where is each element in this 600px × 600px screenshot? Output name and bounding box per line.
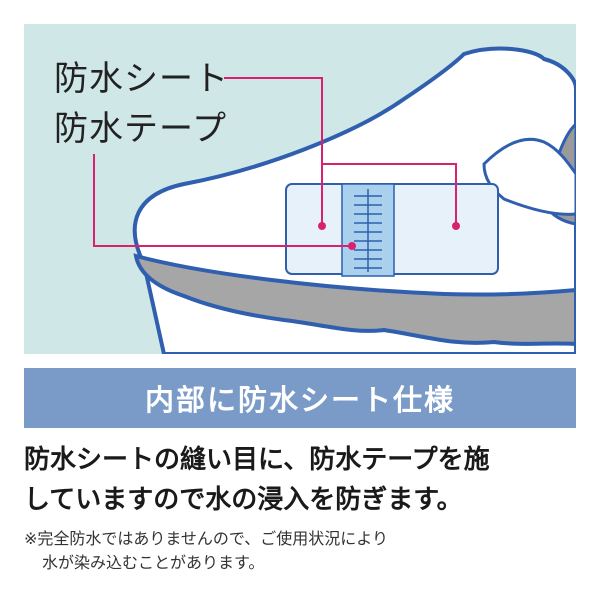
shoe-diagram	[24, 24, 576, 354]
callout-line-sheet-right	[322, 163, 457, 224]
feature-banner: 内部に防水シート仕様	[24, 368, 576, 428]
disclaimer-note: ※完全防水ではありませんので、ご使用状況により 水が染み込むことがあります。	[24, 527, 584, 575]
description-line: 防水シートの縫い目に、防水テープを施	[24, 445, 490, 475]
callout-dot-sheet-left	[318, 222, 326, 230]
feature-description: 防水シートの縫い目に、防水テープを施 していますので水の浸入を防ぎます。	[24, 440, 584, 520]
seam-stitches	[354, 189, 382, 272]
callout-dot-sheet-right	[452, 222, 460, 230]
callout-dot-tape	[348, 242, 356, 250]
callout-label-tape: 防水テープ	[54, 109, 227, 149]
note-line: 水が染み込むことがあります。	[42, 553, 265, 572]
callout-label-sheet: 防水シート	[54, 59, 229, 99]
callout-line-tape	[93, 154, 350, 247]
description-line: していますので水の浸入を防ぎます。	[24, 485, 463, 515]
callout-line-sheet-left	[224, 77, 323, 224]
note-line: ※完全防水ではありませんので、ご使用状況により	[24, 529, 388, 548]
feature-banner-text: 内部に防水シート仕様	[144, 383, 455, 417]
shoe-sole	[133, 253, 576, 347]
